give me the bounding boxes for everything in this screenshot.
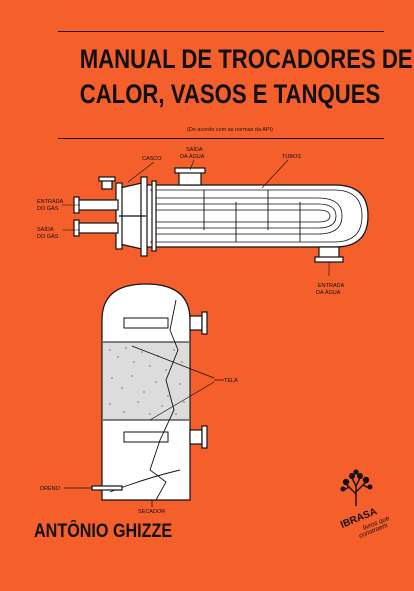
label-casco: CASCO xyxy=(142,156,162,162)
label-tela: TELA xyxy=(224,378,238,384)
vessel-drain xyxy=(91,485,123,491)
label-secador: SECADOR xyxy=(138,509,165,515)
water-inlet-nozzle xyxy=(318,246,340,259)
label-tubos: TUBOS xyxy=(282,154,301,160)
water-outlet-nozzle xyxy=(178,171,202,186)
label-saida-gas-1: SAÍDA xyxy=(37,226,54,233)
label-saida-agua-2: DA ÁGUA xyxy=(180,153,205,160)
vessel-upper-nozzle xyxy=(189,315,203,331)
book-subtitle: (De acordo com as normas da API) xyxy=(187,127,273,133)
label-entrada-agua-2: DA ÁGUA xyxy=(316,289,341,296)
gas-outlet-nozzle xyxy=(77,222,119,234)
label-saida-agua-1: SAÍDA xyxy=(186,146,203,153)
label-entrada-gas-1: ENTRADA xyxy=(37,199,64,205)
label-entrada-gas-2: DO GÁS xyxy=(37,205,59,212)
publisher-logo: IBRASA livros que constroem xyxy=(339,469,391,540)
desiccant-bed xyxy=(103,342,189,420)
vessel-lower-nozzle xyxy=(189,429,203,445)
exchanger-shell xyxy=(145,184,369,248)
top-rule xyxy=(58,31,384,32)
tree-icon xyxy=(343,477,370,506)
vessel-drawing xyxy=(64,283,224,507)
heat-exchanger-drawing xyxy=(62,159,369,276)
author-name: ANTÔNIO GHIZZE xyxy=(34,521,173,542)
label-entrada-agua-1: ENTRADA xyxy=(318,283,345,289)
title-line-2: CALOR, VASOS E TANQUES xyxy=(79,79,381,109)
label-saida-gas-2: DO GÁS xyxy=(37,233,59,240)
gas-inlet-nozzle xyxy=(77,199,119,211)
label-dreno: DRENO xyxy=(40,486,61,492)
bottom-rule xyxy=(58,138,384,139)
u-tube-bundle xyxy=(156,197,343,235)
